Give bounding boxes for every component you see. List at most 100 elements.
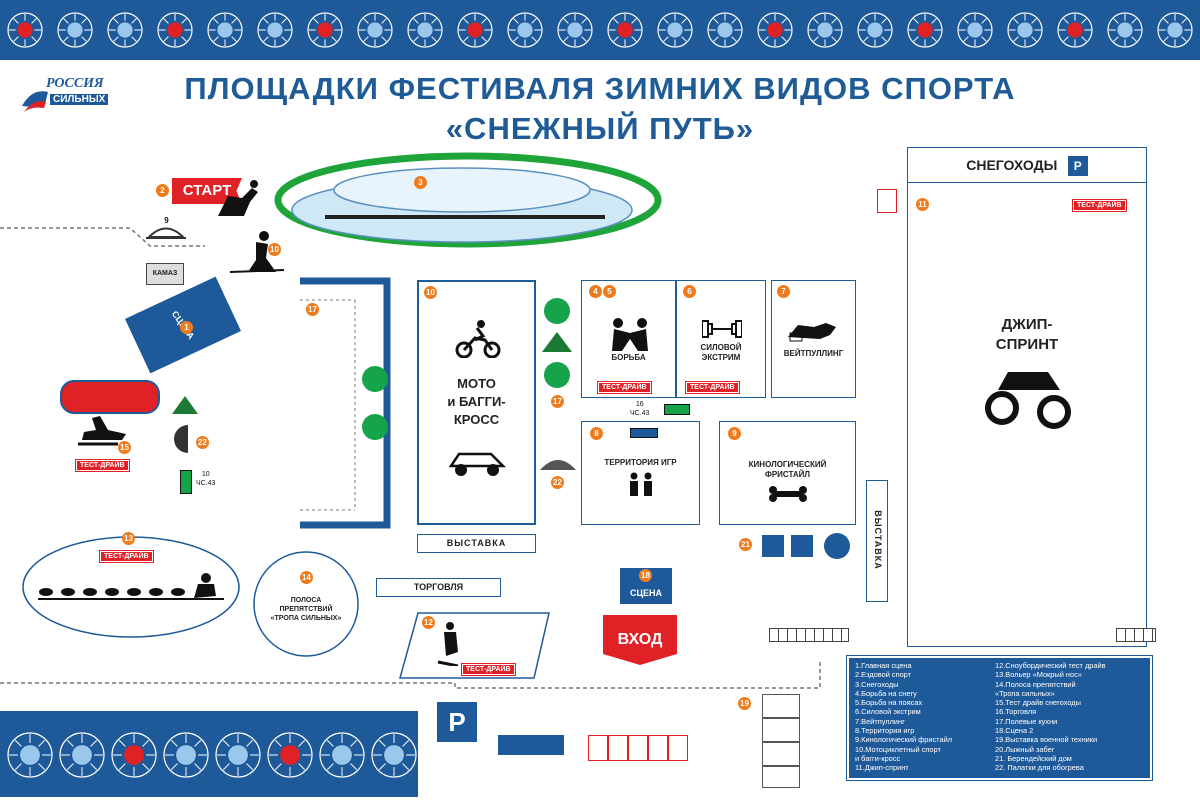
marker-18: 18 [639, 569, 652, 582]
moto-label-1: МОТО [457, 376, 496, 391]
page-subtitle: «СНЕЖНЫЙ ПУТЬ» [445, 111, 755, 146]
legend-item: 5.Борьба на поясах [855, 698, 923, 708]
fence-bottom-red [588, 735, 688, 761]
legend-item: 1.Главная сцена [855, 661, 912, 670]
bottom-decor-banner [0, 711, 418, 797]
games-label: ТЕРРИТОРИЯ ИГР [604, 458, 677, 467]
marker-13: 13 [122, 532, 135, 545]
entrance: ВХОД [603, 615, 677, 665]
tree-3 [544, 298, 570, 324]
parking-bottom-label: P [448, 707, 466, 737]
legend-item: 9.Кинологический фристайл [855, 735, 953, 745]
moto-label-3: КРОСС [453, 412, 500, 427]
military-vehicles [762, 694, 800, 788]
legend-item: 20.Лыжный забег [995, 744, 1055, 754]
house-2 [791, 535, 813, 557]
exhibition-label-1: ВЫСТАВКА [446, 538, 507, 548]
marker-1: 1 [180, 321, 193, 334]
kamaz-label: КАМАЗ [152, 270, 178, 277]
bone-icon [769, 486, 807, 502]
marker-12: 12 [422, 616, 435, 629]
marker-6: 6 [683, 285, 696, 298]
snowmobiles-label: СНЕГОХОДЫ [966, 157, 1058, 173]
monster-truck-icon [985, 372, 1071, 429]
marker-7: 7 [777, 285, 790, 298]
jeep-label-2: СПРИНТ [995, 336, 1059, 353]
marker-3: 3 [414, 176, 427, 189]
legend-item: и багги-кросс [855, 753, 901, 763]
legend-item: 16.Торговля [995, 707, 1037, 717]
test-drive-snowmobile: ТЕСТ-ДРАЙВ [75, 459, 130, 472]
legend-item: 7.Вейтпуллинг [855, 716, 905, 726]
mchs-10-marker [180, 470, 192, 494]
mchs-16-num: 16 [635, 401, 644, 408]
legend-item: 15.Тест драйв снегоходы [995, 698, 1081, 708]
entrance-label: ВХОД [617, 631, 663, 648]
moto-zone: МОТО и БАГГИ- КРОСС [417, 280, 536, 525]
ski-start-box [498, 735, 564, 755]
wrestlers-icon [612, 318, 648, 351]
top-decor-banner [0, 0, 1200, 60]
trade-box: ТОРГОВЛЯ [376, 578, 501, 597]
children-icon [630, 472, 652, 496]
test-drive-wrestling: ТЕСТ-ДРАЙВ [597, 381, 652, 394]
marker-5: 5 [603, 285, 616, 298]
motocross-icon [455, 320, 501, 358]
snowmobile-track [274, 152, 662, 248]
fence-right-top [877, 189, 897, 213]
weightpulling-label: ВЕЙТПУЛЛИНГ [783, 349, 844, 358]
marker-9: 9 [728, 427, 741, 440]
obstacle-label-1: ПОЛОСА [290, 597, 322, 604]
test-drive-dogs: ТЕСТ-ДРАЙВ [99, 550, 154, 563]
fortress-logo [60, 380, 160, 414]
power-label-1: СИЛОВОЙ [700, 343, 742, 352]
mchs-16-marker [664, 404, 690, 415]
fence-left [769, 628, 849, 642]
snowmobiles-header: СНЕГОХОДЫ P [908, 148, 1146, 183]
marker-19: 19 [738, 697, 751, 710]
page-title: ПЛОЩАДКИ ФЕСТИВАЛЯ ЗИМНИХ ВИДОВ СПОРТА [184, 71, 1016, 106]
russia-flag-icon [22, 91, 48, 112]
snowmobile-icon [78, 416, 126, 446]
parking-badge-top: P [1067, 155, 1088, 176]
stage-2-label: СЦЕНА [629, 588, 663, 598]
dog-label-2: ФРИСТАЙЛ [764, 470, 810, 479]
test-drive-power: ТЕСТ-ДРАЙВ [685, 381, 740, 394]
legend-item: 6.Силовой экстрим [855, 707, 921, 717]
marker-8: 8 [590, 427, 603, 440]
start-label: СТАРТ [182, 182, 232, 199]
snowflake-pattern-icon [7, 12, 1193, 48]
exhibition-box-2: ВЫСТАВКА [866, 480, 888, 602]
exhibition-box-1: ВЫСТАВКА [417, 534, 536, 553]
trade-label: ТОРГОВЛЯ [413, 582, 464, 592]
marker-4: 4 [589, 285, 602, 298]
marker-14: 14 [300, 571, 313, 584]
logo-text-top: РОССИЯ [46, 76, 104, 91]
wrestling-zone: БОРЬБА [581, 280, 676, 398]
legend-col-2: 12.Сноубордический тест драйв 13.Вольер … [995, 661, 1106, 773]
marker-10: 10 [424, 286, 437, 299]
legend-box: 1.Главная сцена 2.Ездовой спорт 3.Снегох… [846, 655, 1153, 781]
marker-22b: 22 [551, 476, 564, 489]
legend-item: 19.Выставка военной техники [995, 735, 1098, 745]
power-label-2: ЭКСТРИМ [701, 353, 741, 362]
dog-freestyle-zone: КИНОЛОГИЧЕСКИЙ ФРИСТАЙЛ [719, 421, 856, 525]
tree-1 [362, 366, 388, 392]
legend-item: 4.Борьба на снегу [855, 688, 917, 698]
legend-item: 11.Джип-спринт [855, 763, 909, 773]
snowflake-pattern-icon [7, 732, 417, 778]
mchs-10-label: 10 ЧС.43 [196, 470, 215, 488]
tree-4 [544, 362, 570, 388]
mchs-10-code: ЧС.43 [196, 480, 216, 487]
legend-item: 13.Вольер «Мокрый нос» [995, 670, 1082, 680]
tent-icon [172, 396, 198, 414]
legend-item: 12.Сноубордический тест драйв [995, 661, 1106, 670]
moto-label-2: и БАГГИ- [447, 394, 506, 409]
house-1 [762, 535, 784, 557]
house-3 [824, 533, 850, 559]
marker-17: 17 [306, 303, 319, 316]
fence-right [1116, 628, 1156, 642]
legend-item: 17.Полевые кухни [995, 716, 1058, 726]
sled-dog-icon [218, 180, 258, 216]
weightpulling-zone: ВЕЙТПУЛЛИНГ [771, 280, 856, 398]
